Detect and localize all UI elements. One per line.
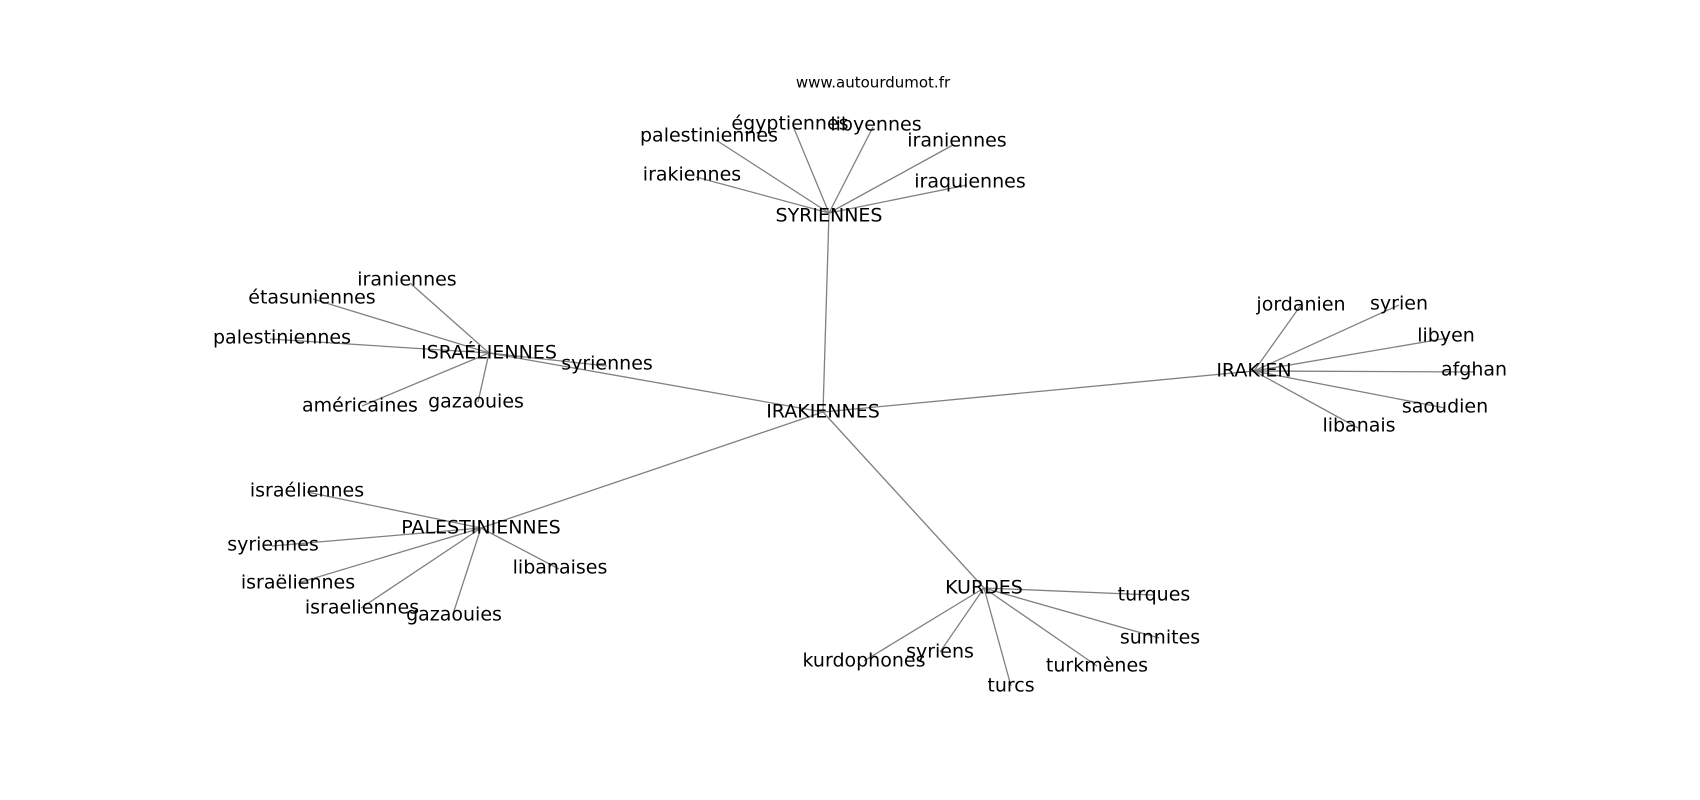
- word-node: turcs: [987, 675, 1034, 697]
- word-node: libanais: [1322, 415, 1395, 437]
- edge-palestiniennes-israeliennes-3: [360, 527, 482, 609]
- word-node: turkmènes: [1046, 655, 1148, 677]
- edge-palestiniennes-libanaises: [480, 527, 560, 570]
- edge-kurdes-sunnites: [983, 587, 1160, 639]
- word-node: israeliennes: [305, 597, 419, 619]
- edge-syriennes-egyptiennes: [792, 125, 830, 214]
- word-node: syrien: [1370, 293, 1428, 315]
- edge-center-kurdes: [822, 411, 985, 589]
- edge-irakien-libyen: [1253, 337, 1449, 372]
- edge-irakien-libanais: [1253, 370, 1359, 429]
- word-node: palestiniennes: [640, 125, 778, 147]
- edge-israeliennes-syriennes: [488, 352, 608, 367]
- graph-edges: [269, 125, 1476, 687]
- edge-israeliennes-americaines: [361, 352, 490, 407]
- word-node: israéliennes: [250, 480, 364, 502]
- word-node: libyennes: [830, 114, 921, 136]
- hub-node-irakien: IRAKIEN: [1216, 360, 1291, 382]
- graph-labels: www.autourdumot.fr IRAKIENNES SYRIENNES …: [213, 74, 1507, 697]
- center-node: IRAKIENNES: [766, 401, 880, 423]
- word-node: sunnites: [1120, 627, 1200, 649]
- word-node: jordanien: [1255, 294, 1345, 316]
- edge-syriennes-libyennes: [828, 126, 874, 214]
- edge-irakien-jordanien: [1253, 304, 1302, 372]
- edge-center-irakien: [822, 370, 1255, 413]
- word-node: étasuniennes: [248, 287, 375, 309]
- word-node: syriens: [906, 641, 974, 663]
- edge-kurdes-kurdophones: [863, 587, 985, 662]
- word-node: iraniennes: [357, 269, 456, 291]
- edge-kurdes-syriens: [939, 587, 985, 653]
- hub-node-palestiniennes: PALESTINIENNES: [401, 517, 560, 539]
- word-node: gazaouies: [406, 604, 502, 626]
- edge-kurdes-turcs: [983, 587, 1012, 687]
- word-node: palestiniennes: [213, 327, 351, 349]
- word-node: irakiennes: [643, 164, 741, 186]
- edge-israeliennes-etasuniennes: [312, 298, 490, 354]
- source-watermark: www.autourdumot.fr: [796, 74, 951, 92]
- word-node: libanaises: [513, 557, 608, 579]
- word-node: saoudien: [1402, 396, 1488, 418]
- hub-node-kurdes: KURDES: [945, 577, 1023, 599]
- edge-irakien-syrien: [1253, 304, 1400, 372]
- edge-syriennes-palestiniennes: [715, 139, 830, 214]
- edge-irakien-saoudien: [1253, 370, 1446, 409]
- word-node: égyptiennes: [731, 113, 848, 135]
- word-node: syriennes: [561, 353, 653, 375]
- edge-syriennes-irakiennes: [695, 176, 830, 214]
- edge-center-palestiniennes: [480, 411, 824, 529]
- edge-irakien-afghan: [1253, 370, 1476, 373]
- word-node: gazaouies: [428, 391, 524, 413]
- hub-node-israeliennes: ISRAÉLIENNES: [421, 341, 557, 364]
- edge-palestiniennes-israeliennes-2: [297, 527, 482, 584]
- edge-kurdes-turques: [983, 587, 1155, 596]
- edge-center-israeliennes: [488, 352, 824, 413]
- word-node: américaines: [302, 395, 418, 417]
- edge-syriennes-iraniennes: [828, 144, 954, 214]
- word-node: afghan: [1441, 359, 1507, 381]
- edge-kurdes-turkmenes: [983, 587, 1098, 667]
- edge-israeliennes-gazaouies: [477, 352, 490, 403]
- word-node: kurdophones: [803, 650, 926, 672]
- word-node: turques: [1118, 584, 1191, 606]
- word-node: syriennes: [227, 534, 319, 556]
- word-node: israëliennes: [241, 572, 355, 594]
- edge-israeliennes-iraniennes: [409, 282, 490, 354]
- word-node: iraquiennes: [914, 171, 1025, 193]
- word-node: iraniennes: [907, 130, 1006, 152]
- edge-syriennes-iraquiennes: [828, 184, 968, 214]
- edge-palestiniennes-syriennes: [271, 527, 482, 547]
- word-node: libyen: [1417, 325, 1475, 347]
- edge-center-syriennes: [822, 212, 830, 413]
- edge-israeliennes-palestiniennes: [269, 338, 490, 354]
- edge-palestiniennes-gazaouies: [452, 527, 482, 615]
- hub-node-syriennes: SYRIENNES: [776, 205, 883, 227]
- edge-palestiniennes-israeliennes: [306, 491, 482, 529]
